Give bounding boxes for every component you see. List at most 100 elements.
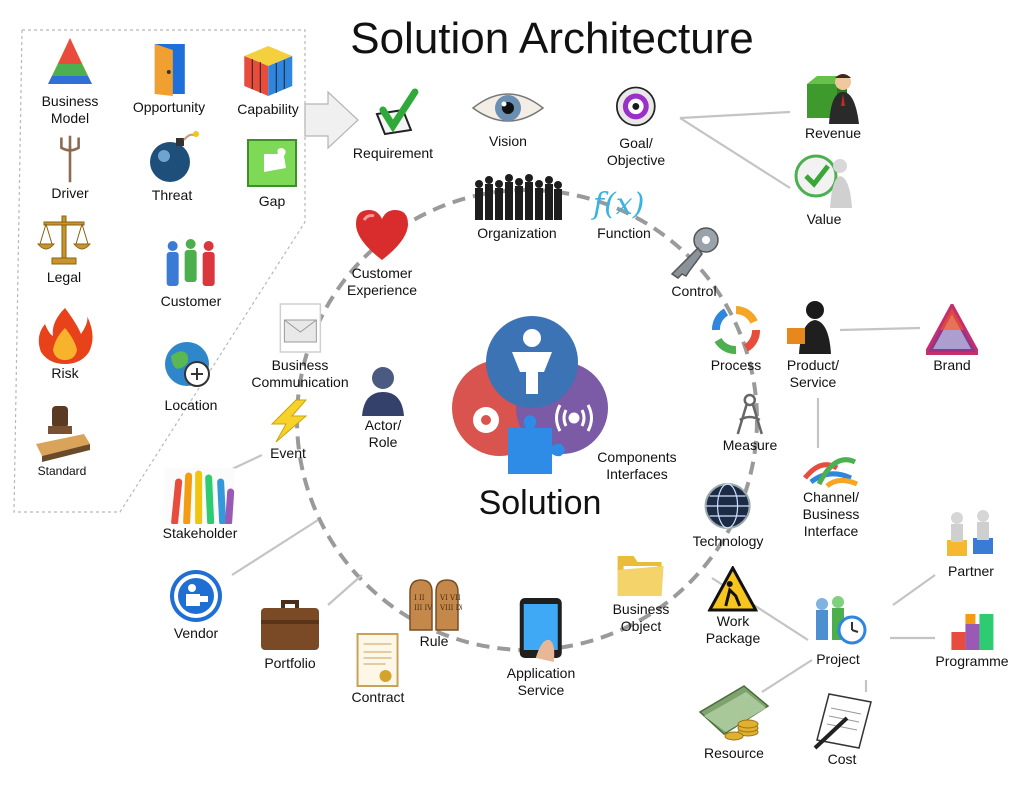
stamp-icon [32, 404, 92, 462]
pyramid-icon [40, 34, 100, 92]
svg-text:VIII IX: VIII IX [439, 604, 462, 612]
node-label: Organization [477, 225, 557, 241]
node-application-service: Application Service [506, 596, 576, 699]
node-business-model: Business Model [40, 34, 100, 127]
svg-text:f(x): f(x) [591, 187, 644, 222]
triangle-logo-icon [926, 304, 978, 356]
actor-icon [358, 364, 408, 416]
puzzle-piece [508, 415, 565, 474]
tablet-icon [516, 596, 566, 664]
line-event-stakeholder [229, 454, 263, 471]
node-revenue: Revenue [803, 66, 863, 142]
node-resource: Resource [696, 678, 772, 762]
node-label: Standard [37, 464, 87, 478]
node-event: Event [262, 398, 314, 462]
node-business-communication: Business Communication [251, 300, 349, 391]
line-project-partner [892, 574, 936, 606]
node-rule: I II III IV VI VII VIII IX Rule [406, 576, 462, 650]
node-label: Partner [948, 563, 994, 579]
arrows-icon [801, 448, 861, 488]
lightning-icon [262, 398, 314, 444]
context-arrow [304, 90, 359, 150]
trident-icon [44, 134, 96, 184]
node-label: Opportunity [132, 99, 206, 115]
people-icon [161, 234, 221, 292]
node-label: Goal/ Objective [606, 135, 666, 168]
scales-icon [34, 210, 94, 268]
node-programme: Programme [935, 610, 1009, 670]
folder-icon [614, 546, 668, 600]
node-value: Value [794, 152, 854, 228]
money-icon [696, 678, 772, 744]
presenter-icon [783, 298, 843, 356]
gear-symbol [473, 407, 499, 433]
node-capability: Capability [237, 42, 299, 118]
node-label: Capability [237, 101, 299, 117]
line-goal-value [679, 117, 791, 189]
checkmark-person-icon [794, 152, 854, 210]
node-label: Measure [722, 437, 778, 453]
node-contract: Contract [351, 632, 405, 706]
svg-text:I II: I II [414, 594, 425, 602]
node-vision: Vision [471, 84, 545, 150]
connector-lines [229, 110, 936, 693]
node-goal: Goal/ Objective [607, 84, 665, 169]
node-label: Contract [351, 689, 405, 705]
node-label: Gap [258, 193, 286, 209]
node-brand: Brand [926, 304, 978, 374]
node-label: Function [597, 225, 651, 241]
node-channel: Channel/ Business Interface [801, 448, 861, 540]
node-control: Control [664, 224, 724, 300]
node-label: Risk [51, 365, 79, 381]
tech-globe-icon [702, 480, 754, 532]
node-driver: Driver [44, 134, 96, 202]
node-measure: Measure [723, 392, 777, 454]
node-label: Customer Experience [346, 265, 418, 298]
node-location: Location [161, 338, 221, 414]
node-function: f(x) Function [589, 184, 659, 242]
businessman-icon [803, 66, 863, 124]
caliper-icon [730, 392, 770, 436]
node-customer-experience: Customer Experience [347, 206, 417, 299]
node-legal: Legal [34, 210, 94, 286]
svg-text:VI VII: VI VII [439, 594, 461, 602]
globe-zoom-icon [161, 338, 221, 396]
node-label: Project [816, 651, 860, 667]
node-components: Components Interfaces [597, 448, 676, 483]
page-title: Solution Architecture [350, 14, 754, 63]
node-label: Location [164, 397, 218, 413]
target-icon [610, 84, 662, 134]
svg-text:III IV: III IV [414, 604, 433, 612]
node-label: Rule [419, 633, 449, 649]
person-symbol [512, 329, 552, 394]
node-label: Threat [151, 187, 193, 203]
team-clock-icon [808, 592, 868, 650]
envelope-icon [274, 300, 326, 356]
node-label: Application Service [506, 665, 576, 698]
node-business-object: Business Object [612, 546, 670, 635]
checkbox-icon [363, 86, 423, 144]
puzzle-gap-icon [242, 134, 302, 192]
wireless-symbol [555, 404, 593, 432]
node-label: Cost [827, 751, 857, 767]
tablets-icon: I II III IV VI VII VIII IX [406, 576, 462, 632]
line-goal-revenue [679, 110, 791, 120]
heart-icon [352, 206, 412, 264]
node-label: Process [710, 357, 762, 373]
node-label: Technology [692, 533, 764, 549]
bomb-icon [142, 128, 202, 186]
node-label: Business Object [612, 601, 670, 634]
node-vendor: Vendor [168, 568, 224, 642]
node-label: Value [806, 211, 842, 227]
line-product-brand [839, 326, 921, 332]
node-label: Legal [46, 269, 82, 285]
node-portfolio: Portfolio [257, 590, 323, 672]
context-group-outline [13, 29, 306, 513]
node-label: Driver [51, 185, 89, 201]
line-ring-portfolio [327, 574, 363, 606]
node-label: Portfolio [264, 655, 316, 671]
node-label: Work Package [705, 613, 761, 646]
solution-label: Solution [478, 484, 602, 522]
node-label: Vendor [173, 625, 219, 641]
roadsign-icon [707, 566, 758, 612]
